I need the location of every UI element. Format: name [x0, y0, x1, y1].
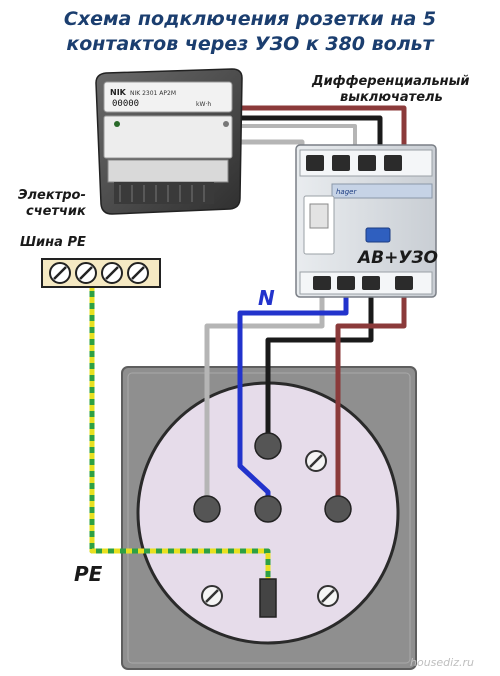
meter-label-line-1: Электро- — [18, 188, 86, 203]
breaker-type-label: АВ+УЗО — [358, 248, 438, 268]
differential-breaker-label-line-2: выключатель — [340, 90, 443, 105]
socket-pin-left — [193, 495, 221, 523]
meter-model: NIK 2301 AP2M — [130, 90, 176, 97]
pe-label: PE — [74, 562, 103, 586]
wire-meter-black — [240, 115, 383, 150]
socket-screw-upper — [305, 450, 327, 472]
wire-meter-grey — [232, 139, 305, 150]
differential-breaker-label-line-1: Дифференциальный — [312, 74, 470, 89]
differential-breaker — [295, 144, 437, 298]
meter-unit: kW·h — [196, 101, 211, 108]
wire-blue-neutral — [237, 295, 349, 505]
pe-bus-screw-2 — [75, 262, 97, 284]
wire-pe-stripe — [89, 285, 271, 585]
breaker-brand: hager — [336, 188, 357, 196]
socket-screw-lower-right — [317, 585, 339, 607]
pe-bus — [41, 258, 161, 288]
neutral-label: N — [258, 286, 275, 310]
wire-meter-brown — [240, 105, 407, 150]
watermark: housediz.ru — [410, 656, 474, 669]
pe-bus-label: Шина РЕ — [20, 235, 86, 250]
pe-bus-screw-4 — [127, 262, 149, 284]
wire-meter-neutral — [232, 124, 357, 150]
pe-bus-screw-3 — [101, 262, 123, 284]
socket-pin-right — [324, 495, 352, 523]
wire-brown-phase — [335, 295, 407, 505]
meter-brand: NIK — [110, 88, 127, 97]
wire-black-phase — [265, 295, 374, 440]
meter-label-line-2: счетчик — [26, 204, 86, 219]
meter-display: 00000 — [112, 99, 139, 109]
pe-bus-screw-1 — [49, 262, 71, 284]
socket-pe-pin — [259, 578, 277, 618]
electric-meter — [95, 68, 243, 215]
socket-pin-top — [254, 432, 282, 460]
diagram-title-line-1: Схема подключения розетки на 5 — [63, 8, 437, 30]
socket-pin-center — [254, 495, 282, 523]
socket-screw-lower-left — [201, 585, 223, 607]
diagram-title-line-2: контактов через УЗО к 380 вольт — [66, 33, 434, 55]
